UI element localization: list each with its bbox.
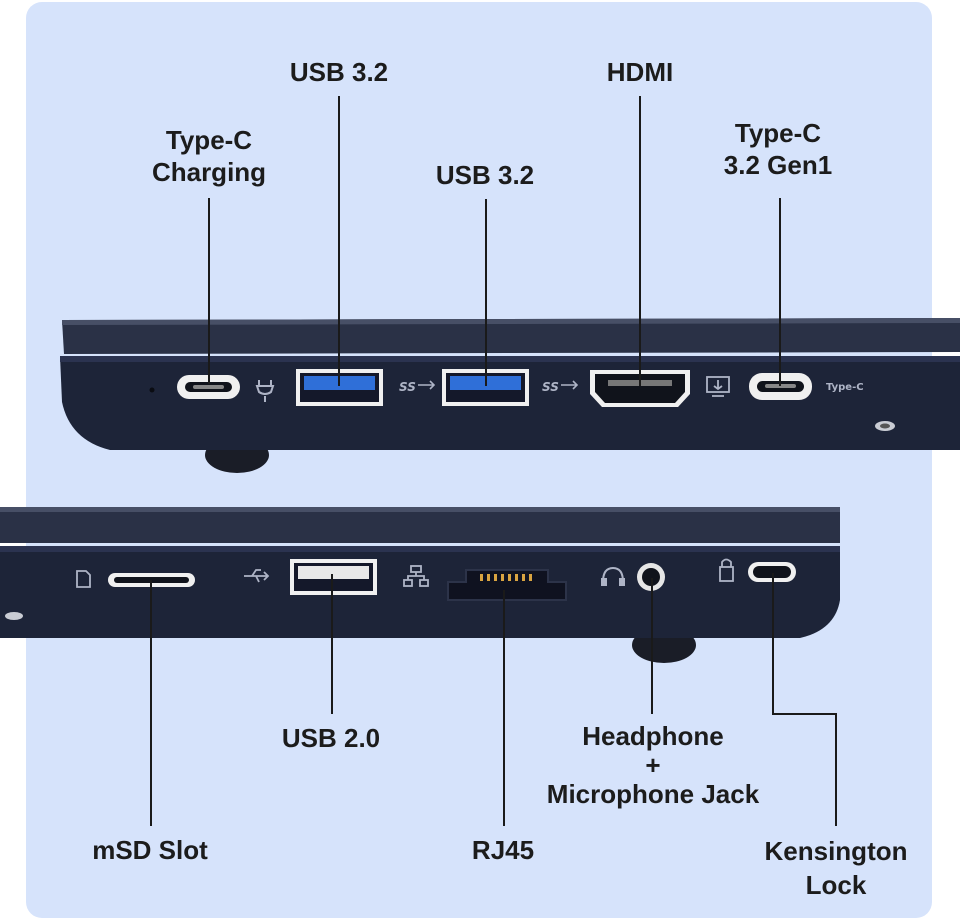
lid-top [62,318,960,354]
leader-kensington-c [835,713,837,826]
mic-hole [149,387,155,393]
leader-kensington-a [772,573,774,715]
leader-typec-gen1 [779,198,781,386]
label-hdmi: HDMI [606,57,674,87]
leader-headphone [651,578,653,714]
label-headphone: Headphone+Microphone Jack [546,721,760,809]
power-plug-icon [255,380,275,402]
background-panel [26,2,932,918]
label-usb32-a: USB 3.2 [289,57,389,87]
typec-text-mark: Type-C [826,382,864,393]
label-msd: mSD Slot [92,835,208,865]
sd-card-icon [76,570,91,588]
leader-kensington-b [772,713,837,715]
label-usb32-b: USB 3.2 [435,160,535,190]
network-icon [403,565,429,587]
base-bottom [0,546,840,638]
lid-bottom [0,507,840,543]
leader-usb32-a [338,96,340,386]
leader-typec-charging [208,198,210,384]
headphone-icon [601,566,625,586]
rj45-port [447,569,567,601]
leader-msd [150,580,152,826]
leader-usb20 [331,574,333,714]
laptop-right-side [0,507,840,663]
leader-hdmi [639,96,641,386]
label-usb20: USB 2.0 [281,723,381,753]
lock-icon [719,558,734,582]
leader-usb32-b [485,199,487,386]
display-out-icon [706,376,730,397]
usb-icon [244,569,270,583]
ss-icon-a: SS [399,380,416,394]
label-rj45: RJ45 [471,835,535,865]
laptop-left-side: SS SS Type-C [60,318,960,473]
leader-rj45 [503,590,505,826]
ss-icon-b: SS [542,380,559,394]
